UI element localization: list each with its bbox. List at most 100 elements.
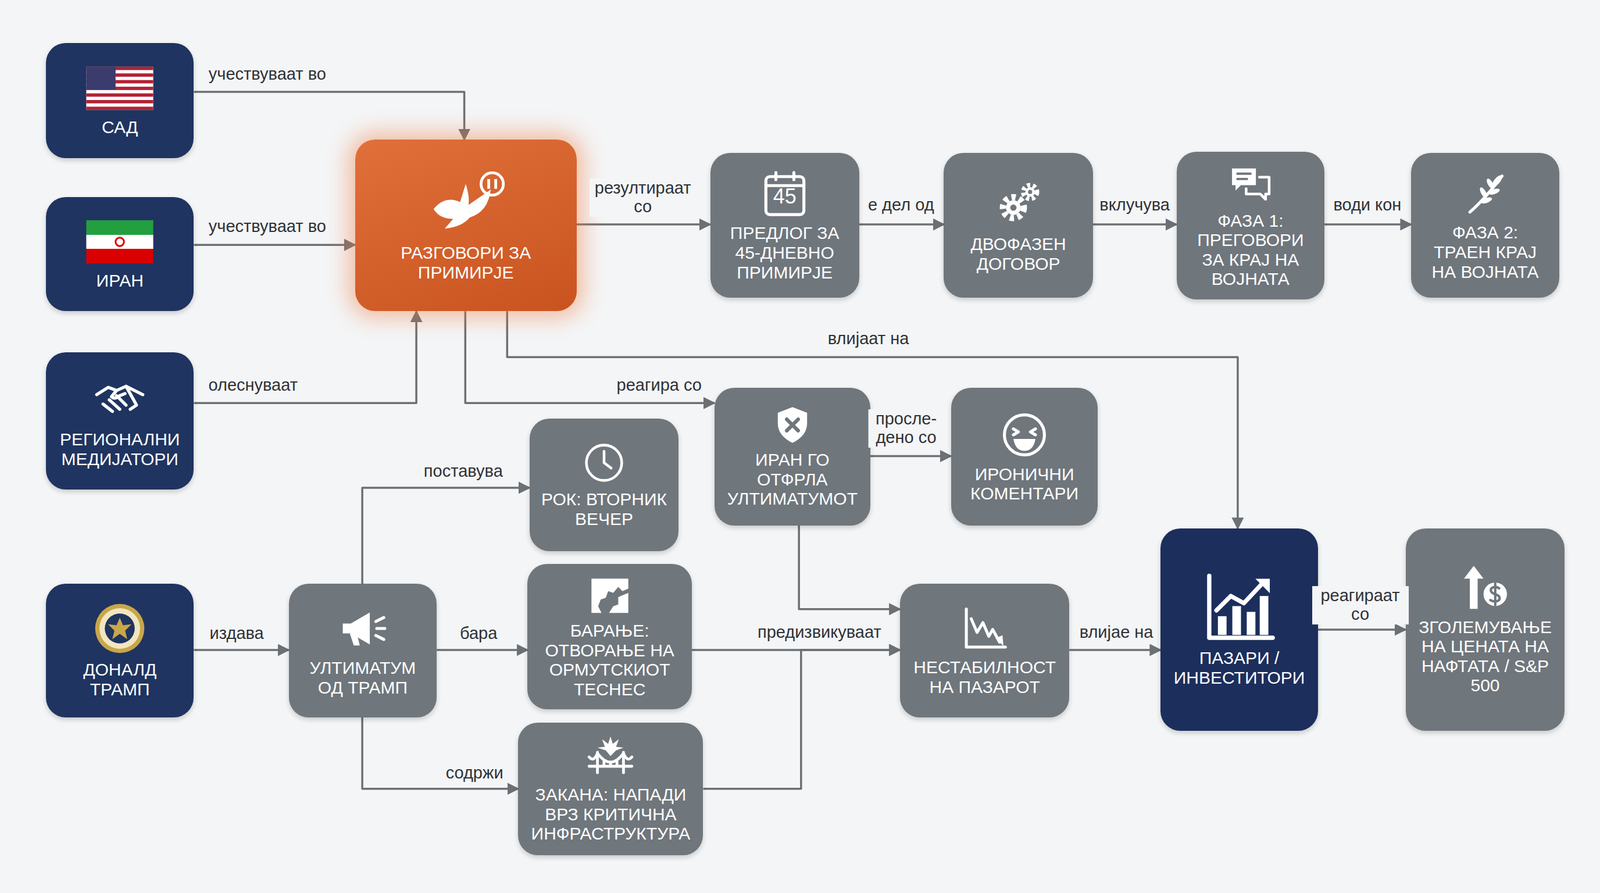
icon-part: [1255, 579, 1270, 594]
edge-label: олеснуваат: [205, 375, 300, 396]
node-label: САД: [56, 117, 184, 138]
connector-arrow: [1069, 648, 1161, 652]
icon-part: [1217, 616, 1227, 635]
connector-arrow: [1093, 223, 1177, 226]
actor-box: ДОНАЛД ТРАМП: [45, 583, 194, 718]
icon-part: [1479, 196, 1493, 206]
icon-part: [586, 445, 623, 481]
node-icon: [84, 217, 155, 267]
node-icon: [581, 440, 627, 485]
icon-part: [1005, 200, 1021, 216]
connector-arrow: [703, 650, 901, 789]
edge-label: учествуваат во: [206, 64, 329, 85]
icon-part: [1009, 204, 1017, 212]
icon-part: [1236, 173, 1252, 179]
node-icon: [992, 177, 1045, 230]
icon-part: [1484, 177, 1495, 191]
icon-part: [1216, 581, 1264, 612]
node-icon: [999, 409, 1050, 460]
connector-arrow: [1324, 223, 1412, 226]
icon-part: [1013, 428, 1036, 435]
icon-part: [765, 172, 804, 186]
icon-part: [86, 66, 154, 110]
icon-part: [1002, 197, 1024, 219]
edge-label: е дел од: [865, 195, 937, 216]
icon-part: [1477, 173, 1504, 205]
process-box: НЕСТАБИЛНОСТ НА ПАЗАРОТ: [900, 583, 1070, 718]
node-icon: [772, 404, 813, 446]
icon-part: [581, 440, 627, 485]
node-label: ИРАН ГО ОТФРЛА УЛТИМАТУМОТ: [725, 450, 860, 509]
icon-part: [1208, 576, 1273, 639]
icon-part: [591, 578, 628, 613]
node-icon: [583, 733, 638, 781]
icon-part: [1227, 162, 1274, 207]
icon-part: [84, 63, 155, 113]
icon-part: [488, 179, 496, 189]
node-icon: [960, 604, 1010, 653]
icon-part: [95, 604, 145, 654]
icon-part: [966, 609, 1006, 648]
process-box: ДВОФАЗЕН ДОГОВОР: [943, 152, 1093, 298]
node-label: ИРАН: [56, 270, 184, 291]
connector-arrow: [436, 648, 528, 652]
connector-arrow: [194, 311, 417, 403]
edge-label: вклучува: [1097, 195, 1173, 216]
connector-arrow: [465, 311, 715, 403]
icon-part: [86, 66, 116, 91]
node-label: ДВОФАЗЕН ДОГОВОР: [954, 234, 1082, 274]
process-box: 45ПРЕДЛОГ ЗА 45-ДНЕВНО ПРИМИРЈЕ: [710, 152, 860, 298]
icon-part: [86, 93, 154, 98]
actor-box: ИРАН: [45, 197, 194, 312]
focus-box: РАЗГОВОРИ ЗА ПРИМИРЈЕ: [355, 139, 577, 312]
icon-part: [97, 386, 144, 412]
node-label: РОК: ВТОРНИК ВЕЧЕР: [540, 489, 669, 529]
node-icon: [84, 63, 155, 113]
icon-part: [93, 601, 147, 656]
edge-label: реагира со: [614, 375, 705, 396]
edge-label: издава: [207, 623, 267, 644]
icon-part: [108, 618, 132, 640]
node-label: ИРОНИЧНИ КОМЕНТАРИ: [961, 464, 1088, 504]
node-icon: [337, 603, 388, 654]
connector-arrow: [194, 243, 356, 246]
icon-part: [86, 234, 154, 249]
process-box: ИРОНИЧНИ КОМЕНТАРИ: [951, 387, 1099, 526]
icon-part: [1231, 168, 1256, 191]
node-label: УЛТИМАТУМ ОД ТРАМП: [299, 658, 427, 698]
node-label: РАЗГОВОРИ ЗА ПРИМИРЈЕ: [365, 243, 567, 282]
icon-part: [337, 603, 388, 654]
icon-part: [1461, 169, 1510, 219]
icon-part: [999, 409, 1050, 460]
node-icon: [422, 168, 510, 239]
process-box: ФАЗА 1: ПРЕГОВОРИ ЗА КРАЈ НА ВОЈНАТА: [1176, 151, 1325, 300]
node-label: НЕСТАБИЛНОСТ НА ПАЗАРОТ: [910, 657, 1059, 697]
node-icon: [586, 574, 634, 617]
node-label: ФАЗА 2: ТРАЕН КРАЈ НА ВОЈНАТА: [1421, 222, 1549, 282]
icon-part: [1231, 606, 1241, 636]
icon-part: [104, 613, 135, 645]
icon-part: [1004, 414, 1045, 455]
connector-arrow: [362, 717, 519, 789]
icon-part: [1027, 190, 1032, 195]
node-label: ДОНАЛД ТРАМП: [56, 659, 184, 699]
icon-part: [786, 419, 799, 431]
node-icon: [93, 601, 147, 656]
connector-arrow: [1318, 628, 1406, 631]
node-label: ПРЕДЛОГ ЗА 45-ДНЕВНО ПРИМИРЈЕ: [720, 223, 849, 282]
icon-part: [1477, 186, 1488, 200]
connector-arrow: [194, 91, 465, 140]
icon-part: [1025, 187, 1035, 197]
process-box: ЗАКАНА: НАПАДИ ВРЗ КРИТИЧНА ИНФРАСТРУКТУ…: [518, 722, 703, 856]
node-icon: [1461, 169, 1510, 219]
edge-label: води кон: [1330, 195, 1404, 216]
node-label: ЗАКАНА: НАПАДИ ВРЗ КРИТИЧНА ИНФРАСТРУКТУ…: [528, 784, 693, 844]
node-icon: [1227, 162, 1274, 207]
actor-box: САД: [45, 43, 194, 159]
icon-part: [375, 617, 385, 640]
icon-part: [604, 451, 612, 469]
icon-part: [1259, 595, 1269, 635]
edge-label: учествуваат во: [206, 216, 329, 237]
icon-part: [86, 106, 154, 111]
process-box: БАРАЊЕ: ОТВОРАЊЕ НА ОРМУТСКИОТ ТЕСНЕС: [527, 563, 692, 710]
